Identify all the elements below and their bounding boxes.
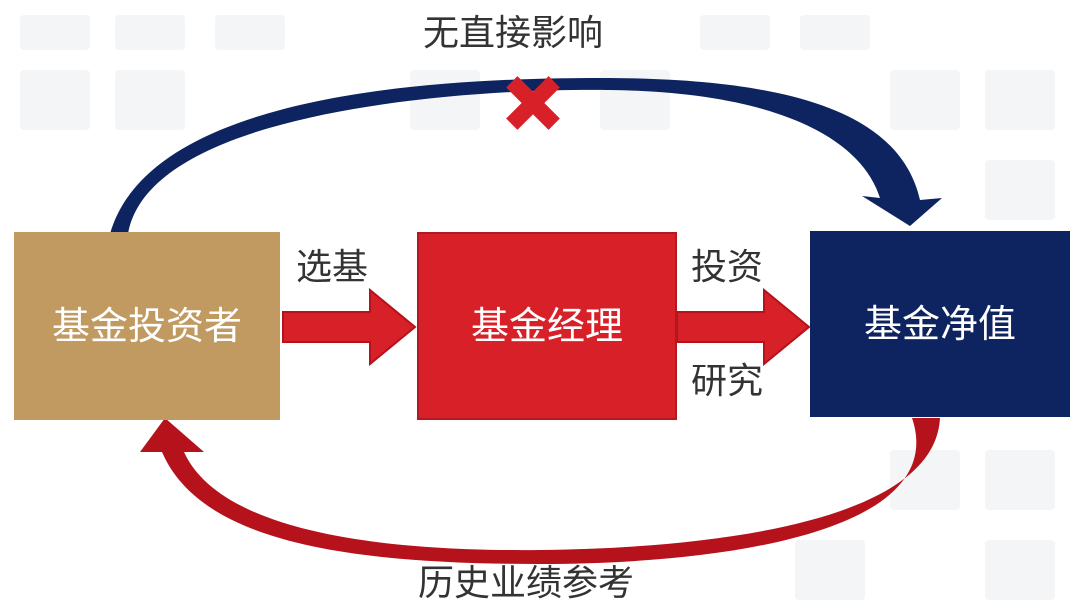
fund-manager-label: 基金经理 <box>470 304 623 348</box>
no-direct-effect-label: 无直接影响 <box>423 13 604 54</box>
select-fund-label: 选基 <box>296 247 369 288</box>
past-performance-label: 历史业绩参考 <box>418 563 635 604</box>
select-fund-arrow <box>282 287 417 367</box>
fund-investor-label: 基金投资者 <box>51 304 242 348</box>
fund-manager-box: 基金经理 <box>417 232 677 420</box>
fund-nav-label: 基金净值 <box>863 302 1016 346</box>
fund-nav-box: 基金净值 <box>810 231 1070 417</box>
fund-investor-box: 基金投资者 <box>14 232 280 420</box>
invest-label: 投资 <box>691 247 764 288</box>
invest-arrow <box>676 287 811 367</box>
cross-mark-icon <box>506 76 560 130</box>
bottom-curved-arrow <box>140 418 940 564</box>
research-label: 研究 <box>691 361 764 402</box>
